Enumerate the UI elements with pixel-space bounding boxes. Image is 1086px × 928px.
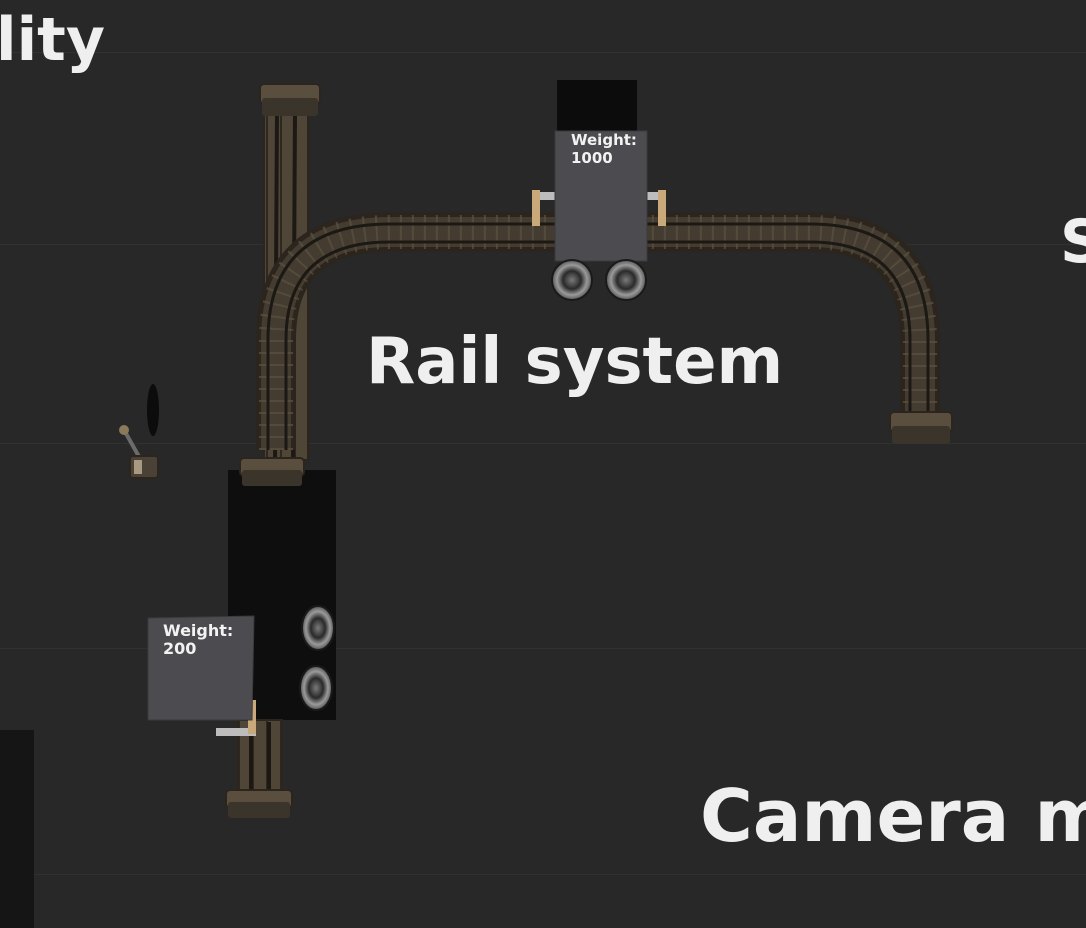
cart-wheel	[551, 259, 593, 301]
rail-buffer	[225, 789, 293, 818]
cart-wheel	[605, 259, 647, 301]
cart-wheel	[299, 665, 333, 711]
cart-weight-label: Weight: 200	[163, 622, 233, 658]
camera-section-title: Camera m	[700, 774, 1086, 858]
rail-buffer	[259, 83, 321, 116]
cart-1000[interactable]	[532, 130, 666, 301]
floor-grid-line	[0, 443, 1086, 444]
rail-buffer	[889, 411, 953, 444]
weight-value: 200	[163, 639, 197, 658]
dark-wall-block	[0, 730, 34, 928]
rail-buffer	[239, 457, 305, 486]
cart-shadow	[557, 80, 637, 132]
floor-grid-line	[0, 648, 1086, 649]
rail-system-title: Rail system	[366, 325, 784, 399]
right-section-title: S	[1060, 207, 1086, 277]
cart-wheel	[301, 605, 335, 651]
weight-value: 1000	[571, 149, 613, 167]
rail-switch-lever[interactable]	[119, 425, 159, 479]
cart-weight-label: Weight: 1000	[571, 131, 637, 167]
lever-shadow	[147, 384, 159, 436]
weight-caption: Weight:	[163, 621, 234, 640]
floor-grid-line	[0, 52, 1086, 53]
floor-grid-line	[0, 874, 1086, 875]
ability-section-title: lity	[0, 5, 105, 75]
weight-caption: Weight:	[571, 131, 637, 149]
cart-200[interactable]	[147, 605, 335, 736]
